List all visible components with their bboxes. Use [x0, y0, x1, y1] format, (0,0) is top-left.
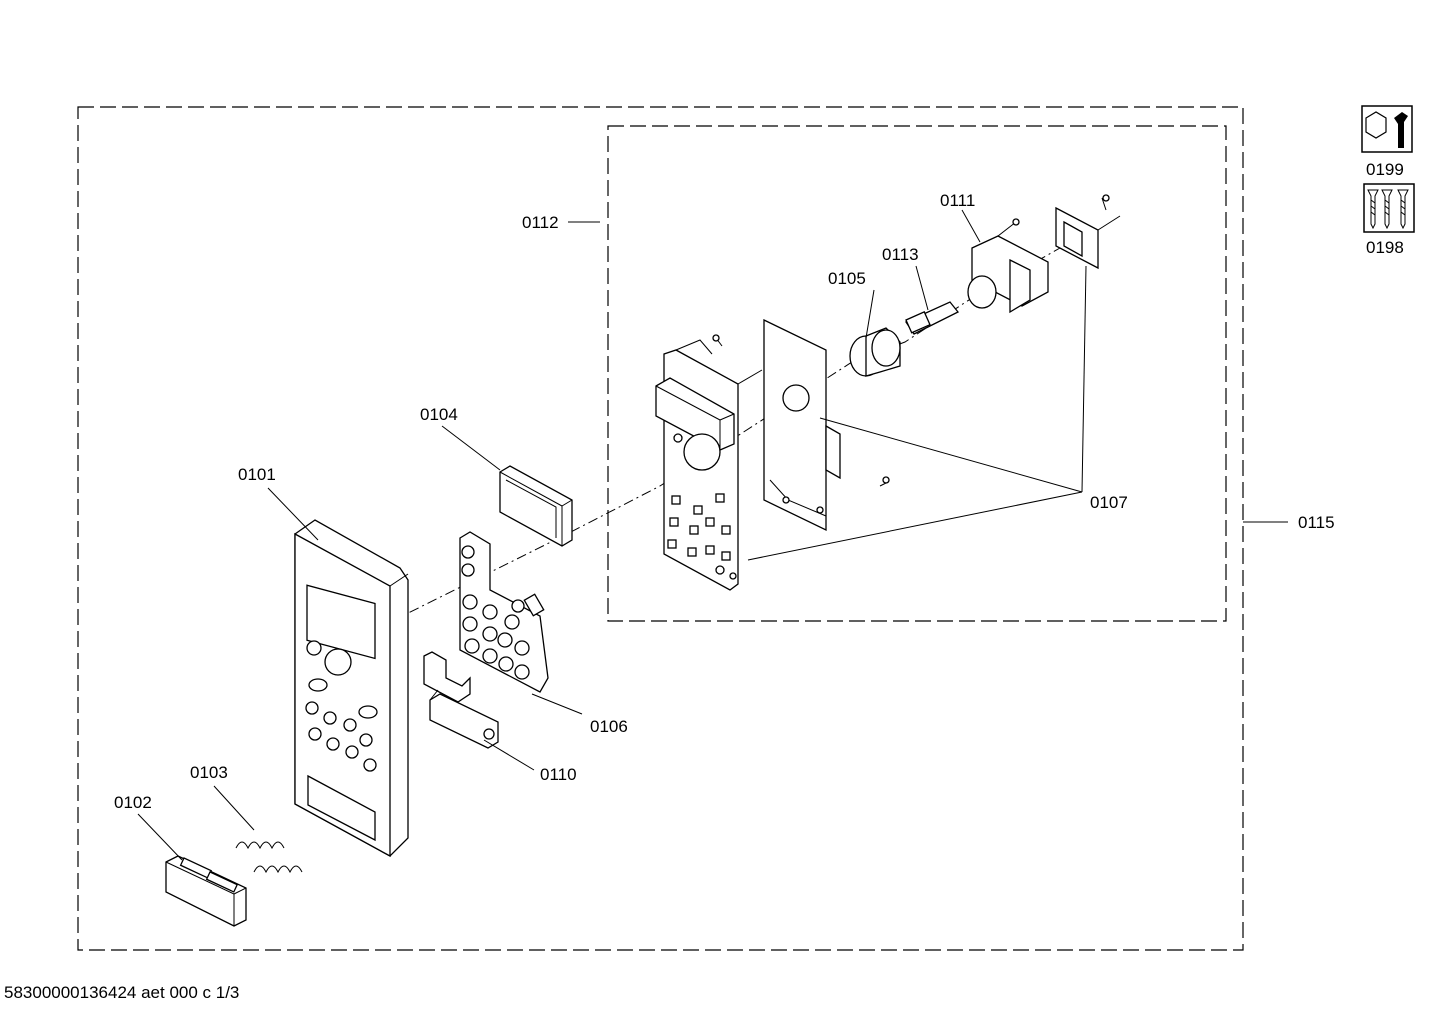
label-0105[interactable]: 0105 — [828, 269, 866, 288]
part-0104-display-window[interactable] — [499, 465, 573, 547]
screws-icon[interactable] — [1363, 183, 1415, 233]
label-0113[interactable]: 0113 — [882, 245, 919, 264]
part-0103-springs[interactable] — [235, 841, 303, 874]
part-0105-knob[interactable] — [849, 327, 901, 377]
label-0101[interactable]: 0101 — [238, 465, 276, 484]
label-0107[interactable]: 0107 — [1090, 493, 1128, 512]
part-0101-control-panel[interactable] — [294, 519, 409, 858]
part-0113-shaft[interactable] — [905, 301, 960, 335]
label-0115[interactable]: 0115 — [1298, 513, 1335, 532]
part-mounting-plate[interactable] — [1055, 194, 1121, 270]
part-0107-rear-board[interactable] — [763, 318, 841, 532]
screw-group — [712, 334, 890, 487]
part-0102-button[interactable] — [165, 855, 247, 927]
label-0199[interactable]: 0199 — [1366, 160, 1404, 179]
label-0110[interactable]: 0110 — [540, 765, 577, 784]
label-0106[interactable]: 0106 — [590, 717, 628, 736]
subassembly-frame-0112 — [607, 125, 1227, 622]
wrench-nut-icon[interactable] — [1361, 105, 1413, 153]
label-0111[interactable]: 0111 — [940, 191, 975, 210]
document-id-footer: 58300000136424 aet 000 c 1/3 — [4, 983, 239, 1002]
label-0112[interactable]: 0112 — [522, 213, 559, 232]
part-0106-keypad[interactable] — [459, 531, 549, 693]
label-0198[interactable]: 0198 — [1366, 238, 1404, 257]
label-0104[interactable]: 0104 — [420, 405, 458, 424]
leader-lines — [137, 209, 1288, 861]
part-0107-control-board[interactable] — [655, 339, 763, 591]
assembly-frame-0115 — [77, 106, 1244, 951]
part-0110-door-switch[interactable] — [423, 651, 499, 749]
part-0111-switch[interactable] — [967, 218, 1049, 314]
label-0102[interactable]: 0102 — [114, 793, 152, 812]
label-0103[interactable]: 0103 — [190, 763, 228, 782]
